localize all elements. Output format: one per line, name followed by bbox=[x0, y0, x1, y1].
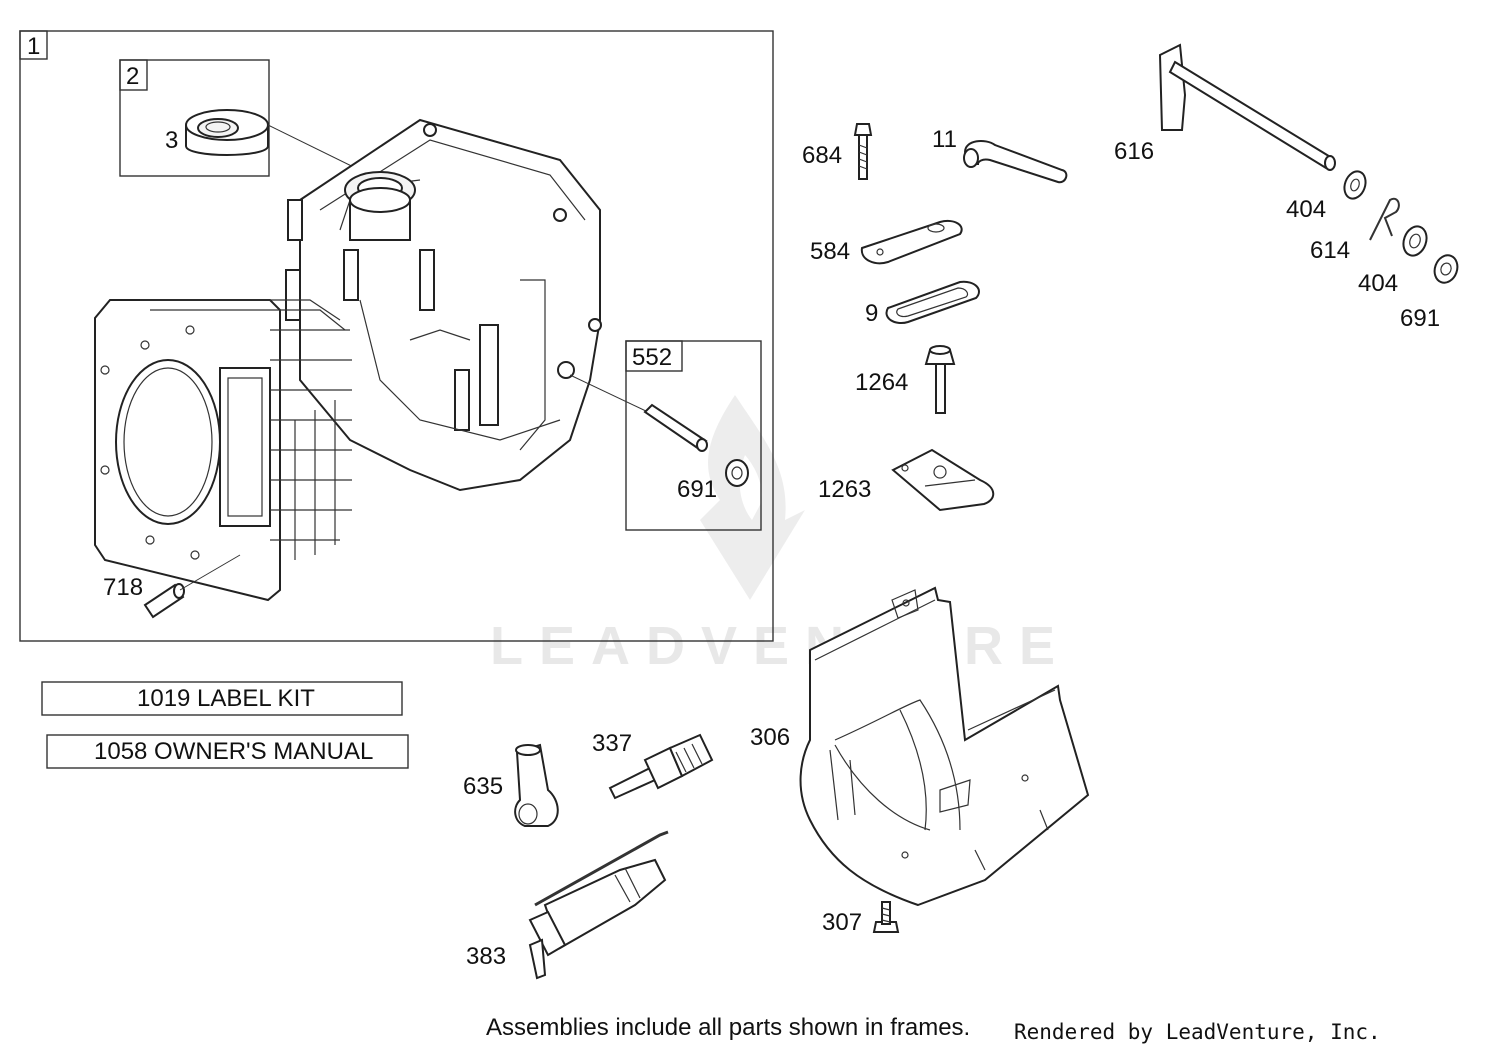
callout-3[interactable]: 3 bbox=[165, 127, 178, 154]
callout-718[interactable]: 718 bbox=[103, 574, 143, 601]
label-kit-box bbox=[41, 681, 403, 716]
callout-552[interactable]: 552 bbox=[632, 344, 672, 371]
bolt-1264-part bbox=[924, 345, 956, 414]
callout-2[interactable]: 2 bbox=[126, 63, 139, 90]
owners-manual-box bbox=[46, 734, 409, 769]
callout-1263[interactable]: 1263 bbox=[818, 476, 871, 503]
bolt-684-part bbox=[853, 123, 873, 180]
frame-552 bbox=[625, 340, 762, 531]
dowel-pin-718-part bbox=[143, 583, 185, 619]
washer-404-a-part bbox=[1343, 170, 1367, 200]
plate-1263-part bbox=[891, 448, 995, 512]
leader-718 bbox=[179, 554, 241, 591]
callout-635[interactable]: 635 bbox=[463, 773, 503, 800]
frame-2 bbox=[119, 59, 270, 177]
callout-337[interactable]: 337 bbox=[592, 730, 632, 757]
callout-11[interactable]: 11 bbox=[932, 126, 957, 153]
frame-1-tag bbox=[19, 30, 48, 60]
washer-691-part bbox=[725, 459, 749, 487]
callout-404-a[interactable]: 404 bbox=[1286, 196, 1326, 223]
callout-691-b[interactable]: 691 bbox=[1400, 305, 1440, 332]
label-kit-text[interactable]: 1019 LABEL KIT bbox=[137, 685, 315, 712]
gasket-9-part bbox=[885, 280, 980, 324]
callout-616[interactable]: 616 bbox=[1114, 138, 1154, 165]
ignition-lead-383-part bbox=[528, 830, 669, 980]
callout-614[interactable]: 614 bbox=[1310, 237, 1350, 264]
callout-584[interactable]: 584 bbox=[810, 238, 850, 265]
owners-manual-text[interactable]: 1058 OWNER'S MANUAL bbox=[94, 738, 373, 765]
watermark-text: LEADVENTURE bbox=[490, 616, 1071, 676]
hairpin-clip-614-part bbox=[1369, 197, 1400, 241]
callout-684[interactable]: 684 bbox=[802, 142, 842, 169]
callout-306[interactable]: 306 bbox=[750, 724, 790, 751]
screw-307-part bbox=[872, 901, 900, 933]
frame-2-tag bbox=[119, 59, 148, 91]
blower-housing-306-part bbox=[799, 586, 1090, 907]
governor-shaft-616-part bbox=[1158, 43, 1336, 171]
leader-552 bbox=[569, 374, 649, 413]
footer-note: Assemblies include all parts shown in fr… bbox=[486, 1014, 971, 1041]
breather-cover-584-part bbox=[860, 220, 963, 265]
callout-307[interactable]: 307 bbox=[822, 909, 862, 936]
callout-404-b[interactable]: 404 bbox=[1358, 270, 1398, 297]
callout-1264[interactable]: 1264 bbox=[855, 369, 908, 396]
frame-552-tag bbox=[625, 340, 683, 372]
cylinder-block-part bbox=[94, 118, 602, 602]
plug-boot-635-part bbox=[514, 743, 559, 827]
watermark-logo: LEADVENTURE bbox=[490, 395, 1071, 676]
spark-plug-337-part bbox=[608, 733, 714, 800]
oil-seal-part bbox=[185, 109, 269, 156]
callout-691-a[interactable]: 691 bbox=[677, 476, 717, 503]
frame-1 bbox=[19, 30, 774, 642]
callout-9[interactable]: 9 bbox=[865, 300, 878, 327]
breather-tube-11-part bbox=[963, 139, 1068, 184]
pin-552-part bbox=[643, 403, 708, 452]
washer-404-b-part bbox=[1402, 225, 1428, 257]
callout-383[interactable]: 383 bbox=[466, 943, 506, 970]
washer-691-b-part bbox=[1433, 254, 1459, 284]
callout-1[interactable]: 1 bbox=[27, 33, 40, 60]
footer-credit: Rendered by LeadVenture, Inc. bbox=[1014, 1020, 1381, 1044]
